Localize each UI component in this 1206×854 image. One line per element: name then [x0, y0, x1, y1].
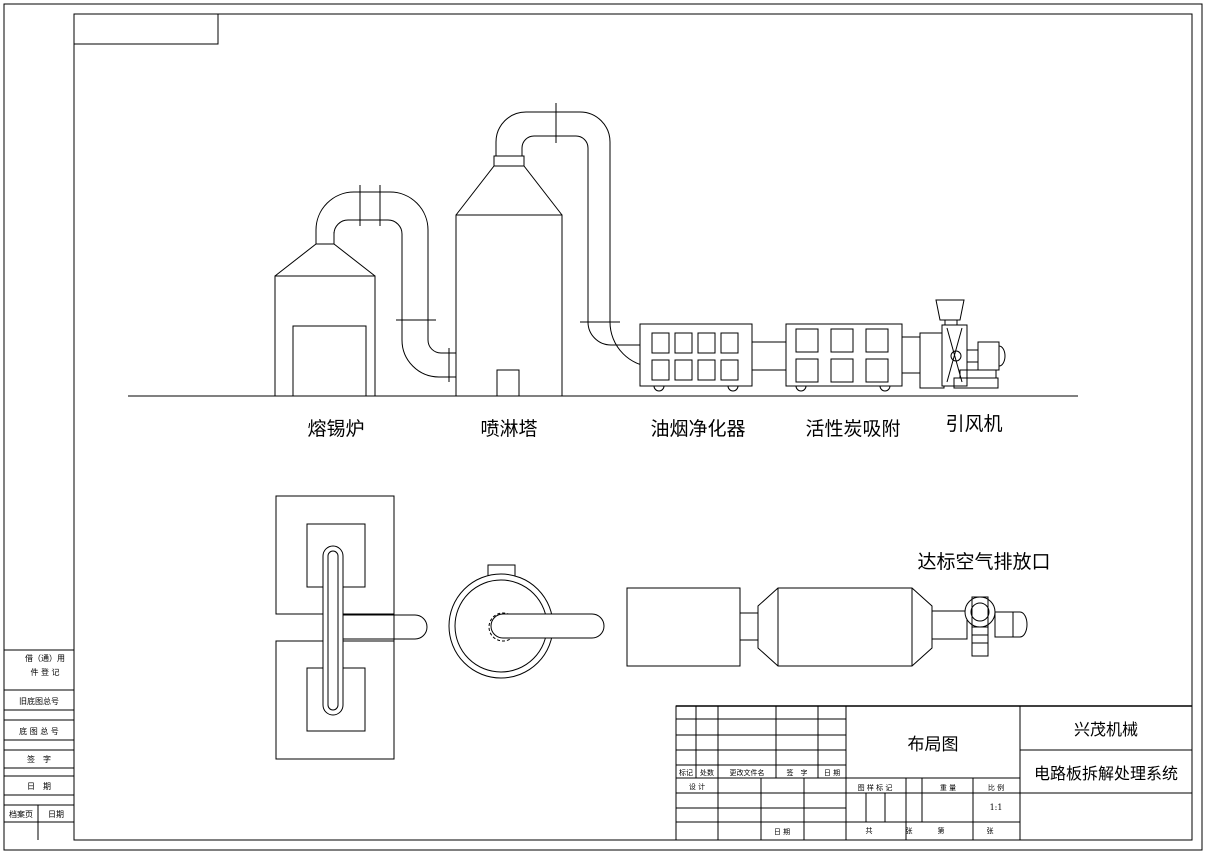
weight-label: 重 量: [940, 784, 956, 792]
design-label: 设 计: [689, 782, 705, 791]
sample-mark-label: 图 样 标 记: [858, 783, 893, 792]
plan-main-duct: [342, 614, 428, 640]
drawing-name: 布局图: [908, 735, 959, 755]
sign-header: 签 字: [787, 768, 808, 777]
scale-value: 1:1: [990, 803, 1003, 812]
fume-purifier: [639, 323, 753, 392]
base-drawing-no-label: 底 图 总 号: [19, 726, 59, 736]
sheets-label: 张: [906, 826, 913, 835]
plan-purifier: [626, 587, 741, 667]
scale-label: 比 例: [988, 783, 1004, 792]
plan-vertical-duct: [322, 545, 344, 716]
signature-label: 签 字: [27, 754, 51, 764]
plan-activated-carbon: [757, 587, 933, 667]
duct-tower-to-purifier: [495, 103, 656, 368]
discharge-outlet-label: 达标空气排放口: [917, 551, 1050, 573]
date-header: 日 期: [824, 769, 840, 777]
system-name: 电路板拆解处理系统: [1034, 764, 1178, 783]
plan-connector: [739, 612, 759, 641]
archive-date-label: 日期: [48, 810, 64, 819]
date-label-strip: 日 期: [27, 782, 51, 791]
plan-view: 达标空气排放口: [275, 495, 1051, 760]
connector-duct-1: [751, 341, 787, 371]
spray-tower-label: 喷淋塔: [480, 418, 537, 440]
spray-tower: [455, 155, 563, 397]
melting-furnace: [274, 232, 376, 397]
plan-spray-tower: [448, 564, 605, 679]
sheet-label: 张: [987, 826, 994, 835]
sheet-no-label: 第: [938, 826, 945, 835]
count-header: 处数: [700, 768, 714, 777]
borrow-label-2: 件 登 记: [30, 667, 59, 677]
company-name: 兴茂机械: [1074, 720, 1138, 739]
archive-page-label: 档案页: [9, 809, 33, 819]
fume-purifier-label: 油烟净化器: [650, 418, 745, 440]
elevation-view: 熔锡炉 喷淋塔 油烟净化器 活性炭吸附 引风机: [128, 103, 1078, 440]
total-label: 共: [866, 826, 873, 835]
bottom-date-label: 日 期: [774, 828, 790, 836]
drawing-frame: [3, 3, 1203, 851]
mark-header: 标记: [679, 768, 693, 777]
title-block: 标记 处数 更改文件名 签 字 日 期 设 计 日 期 布局图 图 样 标 记 …: [675, 705, 1193, 841]
activated-carbon-label: 活性炭吸附: [805, 418, 900, 440]
induced-fan: [919, 299, 1006, 389]
borrow-label-1: 借（通）用: [25, 653, 65, 663]
activated-carbon-box: [785, 323, 903, 392]
change-doc-header: 更改文件名: [730, 768, 765, 777]
left-registration-strip: 借（通）用 件 登 记 旧底图总号 底 图 总 号 签 字 日 期 档案页 日期: [4, 649, 74, 840]
induced-fan-label: 引风机: [945, 413, 1002, 435]
duct-furnace-to-tower: [315, 185, 456, 382]
connector-duct-2: [901, 336, 921, 374]
melting-furnace-label: 熔锡炉: [307, 418, 364, 440]
plan-induced-fan: [931, 596, 1028, 657]
old-drawing-no-label: 旧底图总号: [19, 696, 59, 706]
